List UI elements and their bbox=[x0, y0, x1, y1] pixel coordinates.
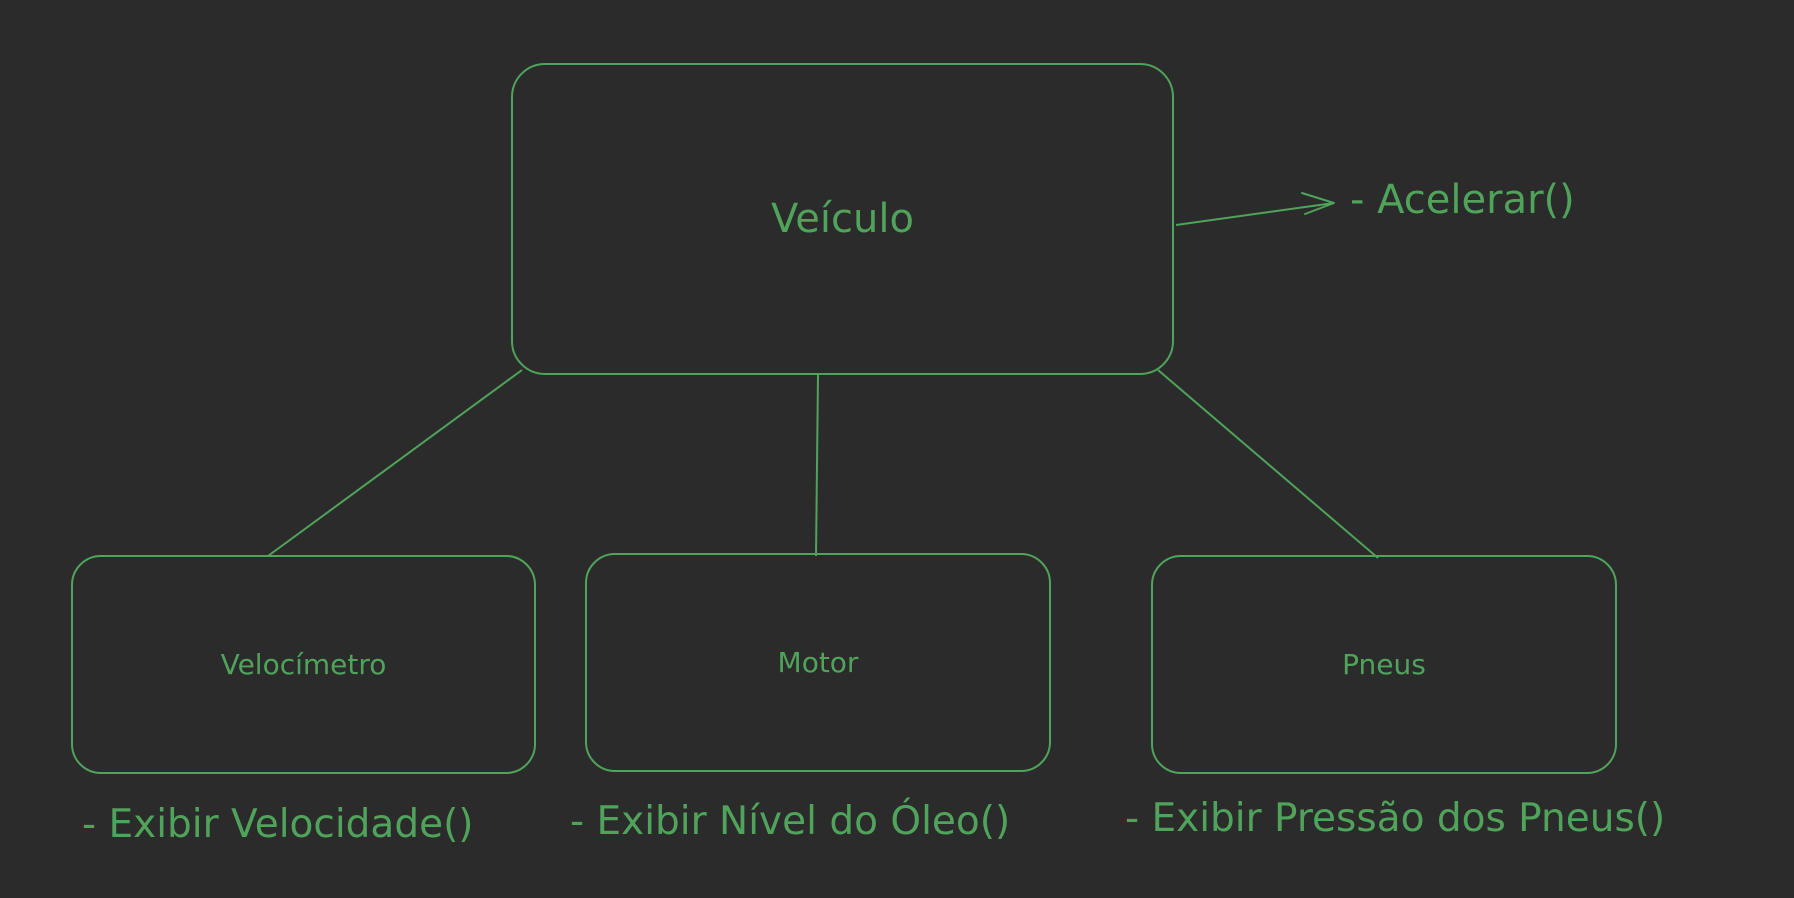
connector-root-motor bbox=[815, 374, 819, 557]
root-node-label: Veículo bbox=[771, 196, 914, 242]
child-node-pneus[interactable]: Pneus bbox=[1151, 555, 1617, 774]
connector-root-velocimetro bbox=[267, 369, 523, 557]
child-node-label: Motor bbox=[777, 646, 859, 679]
arrow-root-acelerar-line bbox=[1175, 202, 1335, 226]
child-node-label: Pneus bbox=[1342, 648, 1426, 681]
root-node-veiculo[interactable]: Veículo bbox=[511, 63, 1174, 375]
child-node-motor[interactable]: Motor bbox=[585, 553, 1051, 772]
child-node-label: Velocímetro bbox=[220, 648, 387, 681]
child-node-velocimetro[interactable]: Velocímetro bbox=[71, 555, 536, 774]
connector-root-pneus bbox=[1157, 369, 1379, 559]
child-method-label-pneus: - Exibir Pressão dos Pneus() bbox=[1125, 796, 1666, 841]
arrow-head bbox=[1301, 192, 1335, 215]
child-method-label-velocimetro: - Exibir Velocidade() bbox=[82, 802, 474, 847]
child-method-label-motor: - Exibir Nível do Óleo() bbox=[570, 799, 1011, 844]
root-method-label: - Acelerar() bbox=[1350, 177, 1575, 223]
